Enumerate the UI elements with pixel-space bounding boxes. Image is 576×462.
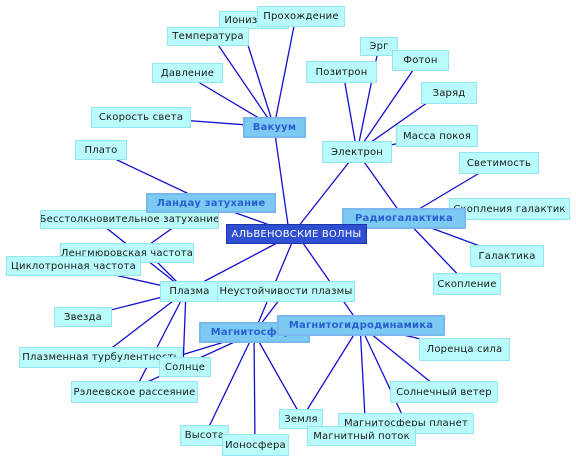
node-speed-of-light[interactable]: Скорость света	[91, 107, 191, 128]
node-label: Температура	[172, 31, 244, 42]
node-label: Магнитный поток	[313, 430, 410, 442]
node-label: Галактика	[478, 250, 536, 262]
node-ionosphere[interactable]: Ионосфера	[222, 434, 289, 456]
node-label: Плазменная турбулентность	[22, 352, 180, 363]
topic-plasma-instability[interactable]: Неустойчивости плазмы	[217, 281, 355, 302]
node-rayleigh-scattering[interactable]: Рэлеевское рассеяние	[71, 381, 198, 403]
topic-magnetohydrodynamics[interactable]: Магнитогидродинамика	[277, 315, 445, 336]
node-label: Магнитогидродинамика	[288, 320, 434, 331]
node-charge[interactable]: Заряд	[421, 82, 477, 104]
node-label: Фотон	[403, 55, 438, 66]
node-label: Скорость света	[98, 112, 184, 123]
node-cluster[interactable]: Скопление	[433, 273, 501, 295]
node-magnetic-flux[interactable]: Магнитный поток	[307, 426, 416, 446]
node-label: Светимость	[466, 157, 532, 169]
node-label: Магнитосфера	[210, 327, 299, 338]
node-label: Высота	[184, 430, 225, 441]
node-label: Неустойчивости плазмы	[219, 286, 353, 297]
node-label: Магнитосферы планет	[344, 418, 468, 429]
node-plasma-turbulence[interactable]: Плазменная турбулентность	[19, 347, 183, 368]
node-solar-wind[interactable]: Солнечный ветер	[390, 381, 498, 403]
node-temperature[interactable]: Температура	[167, 27, 249, 46]
node-label: Позитрон	[315, 66, 368, 78]
node-label: Скопление	[437, 278, 497, 290]
node-rest-mass[interactable]: Масса покоя	[396, 125, 478, 147]
node-positron[interactable]: Позитрон	[306, 61, 377, 83]
node-label: Масса покоя	[402, 130, 472, 142]
topic-plasma[interactable]: Плазма	[160, 281, 219, 302]
node-label: Вакуум	[252, 122, 297, 133]
node-label: Плазма	[169, 286, 210, 297]
node-label: Ленгмюровская частота	[60, 247, 194, 259]
node-cyclotron-frequency[interactable]: Циклотронная частота	[6, 256, 141, 276]
node-lorentz-force[interactable]: Лоренца сила	[419, 338, 510, 361]
node-label: Ландау затухание	[156, 197, 266, 209]
node-label: Прохождение	[263, 11, 339, 22]
node-label: Лоренца сила	[426, 344, 503, 355]
node-erg[interactable]: Эрг	[360, 37, 398, 56]
node-passage[interactable]: Прохождение	[257, 6, 345, 27]
node-label: Рэлеевское рассеяние	[73, 386, 196, 398]
topic-electron[interactable]: Электрон	[322, 141, 392, 163]
node-collisionless-damping[interactable]: Бесстолкновительное затухание	[40, 210, 219, 229]
node-label: Солнечный ветер	[396, 386, 492, 398]
node-pressure[interactable]: Давление	[152, 63, 223, 83]
central-node-alfven-waves[interactable]: АЛЬВЕНОВСКИЕ ВОЛНЫ	[226, 224, 367, 244]
node-galaxy-clusters[interactable]: Скопления галактик	[449, 198, 570, 220]
node-label: Давление	[160, 67, 215, 79]
topic-vacuum[interactable]: Вакуум	[243, 117, 306, 138]
node-luminosity[interactable]: Светимость	[459, 152, 539, 174]
node-label: Электрон	[331, 146, 383, 158]
node-galaxy[interactable]: Галактика	[470, 245, 544, 267]
node-earth[interactable]: Земля	[279, 409, 323, 429]
node-label: Плато	[84, 144, 118, 156]
node-label: Бесстолкновительное затухание	[40, 214, 219, 225]
node-label: Солнце	[164, 361, 206, 373]
topic-radiogalaxy[interactable]: Радиогалактика	[342, 208, 466, 229]
node-photon[interactable]: Фотон	[392, 50, 449, 71]
node-label: Ионосфера	[225, 439, 286, 451]
node-sun[interactable]: Солнце	[159, 357, 211, 377]
node-label: Ионизация	[224, 14, 284, 26]
node-plato[interactable]: Плато	[75, 140, 127, 160]
node-star[interactable]: Звезда	[54, 307, 112, 327]
node-label: Звезда	[63, 311, 103, 323]
node-label: Скопления галактик	[453, 203, 566, 215]
node-label: Радиогалактика	[354, 213, 453, 224]
node-label: Циклотронная частота	[11, 260, 136, 272]
node-label: Заряд	[432, 87, 466, 99]
node-label: Эрг	[369, 41, 389, 52]
node-label: Земля	[284, 413, 318, 425]
topic-landau-damping[interactable]: Ландау затухание	[146, 193, 276, 213]
central-node-label: АЛЬВЕНОВСКИЕ ВОЛНЫ	[231, 228, 362, 240]
